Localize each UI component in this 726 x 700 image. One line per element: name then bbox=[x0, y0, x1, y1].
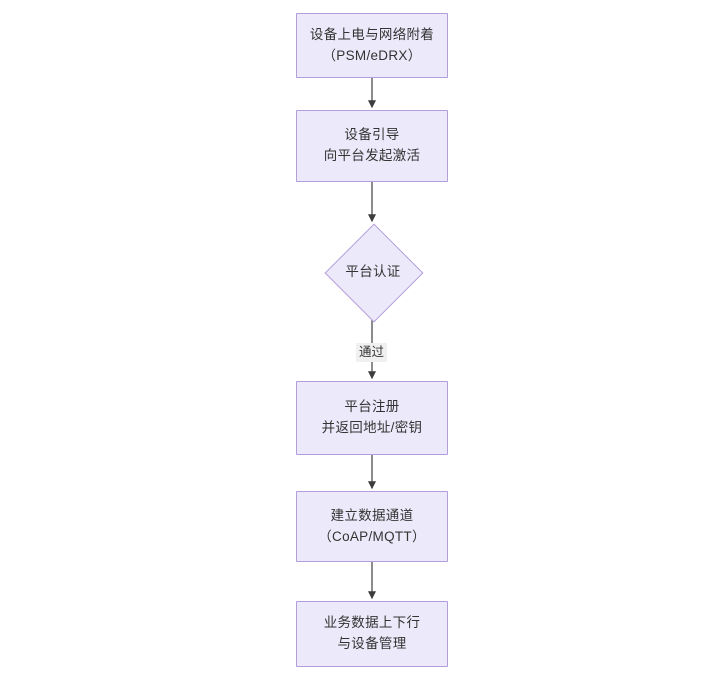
node-line: 与设备管理 bbox=[337, 636, 407, 651]
edge-label-pass: 通过 bbox=[356, 343, 388, 362]
node-platform-authentication[interactable]: 平台认证 bbox=[324, 223, 424, 323]
node-line: 设备引导 bbox=[344, 127, 400, 143]
node-line: 向平台发起激活 bbox=[323, 148, 421, 163]
node-platform-registration[interactable]: 平台注册 并返回地址/密钥 bbox=[296, 381, 448, 455]
node-device-bootstrap[interactable]: 设备引导 向平台发起激活 bbox=[296, 110, 448, 182]
node-line: （PSM/eDRX） bbox=[322, 47, 422, 63]
node-service-data-and-device-management[interactable]: 业务数据上下行 与设备管理 bbox=[296, 601, 448, 667]
node-device-power-on[interactable]: 设备上电与网络附着 （PSM/eDRX） bbox=[296, 13, 448, 78]
node-line: （CoAP/MQTT） bbox=[318, 528, 426, 544]
node-line: 业务数据上下行 bbox=[323, 615, 421, 631]
node-line: 并返回地址/密钥 bbox=[321, 420, 423, 435]
node-data-channel-setup[interactable]: 建立数据通道 （CoAP/MQTT） bbox=[296, 491, 448, 562]
node-line: 建立数据通道 bbox=[330, 507, 414, 523]
node-line: 平台认证 bbox=[345, 263, 401, 279]
node-line: 平台注册 bbox=[344, 399, 400, 415]
node-line: 设备上电与网络附着 bbox=[309, 26, 435, 42]
